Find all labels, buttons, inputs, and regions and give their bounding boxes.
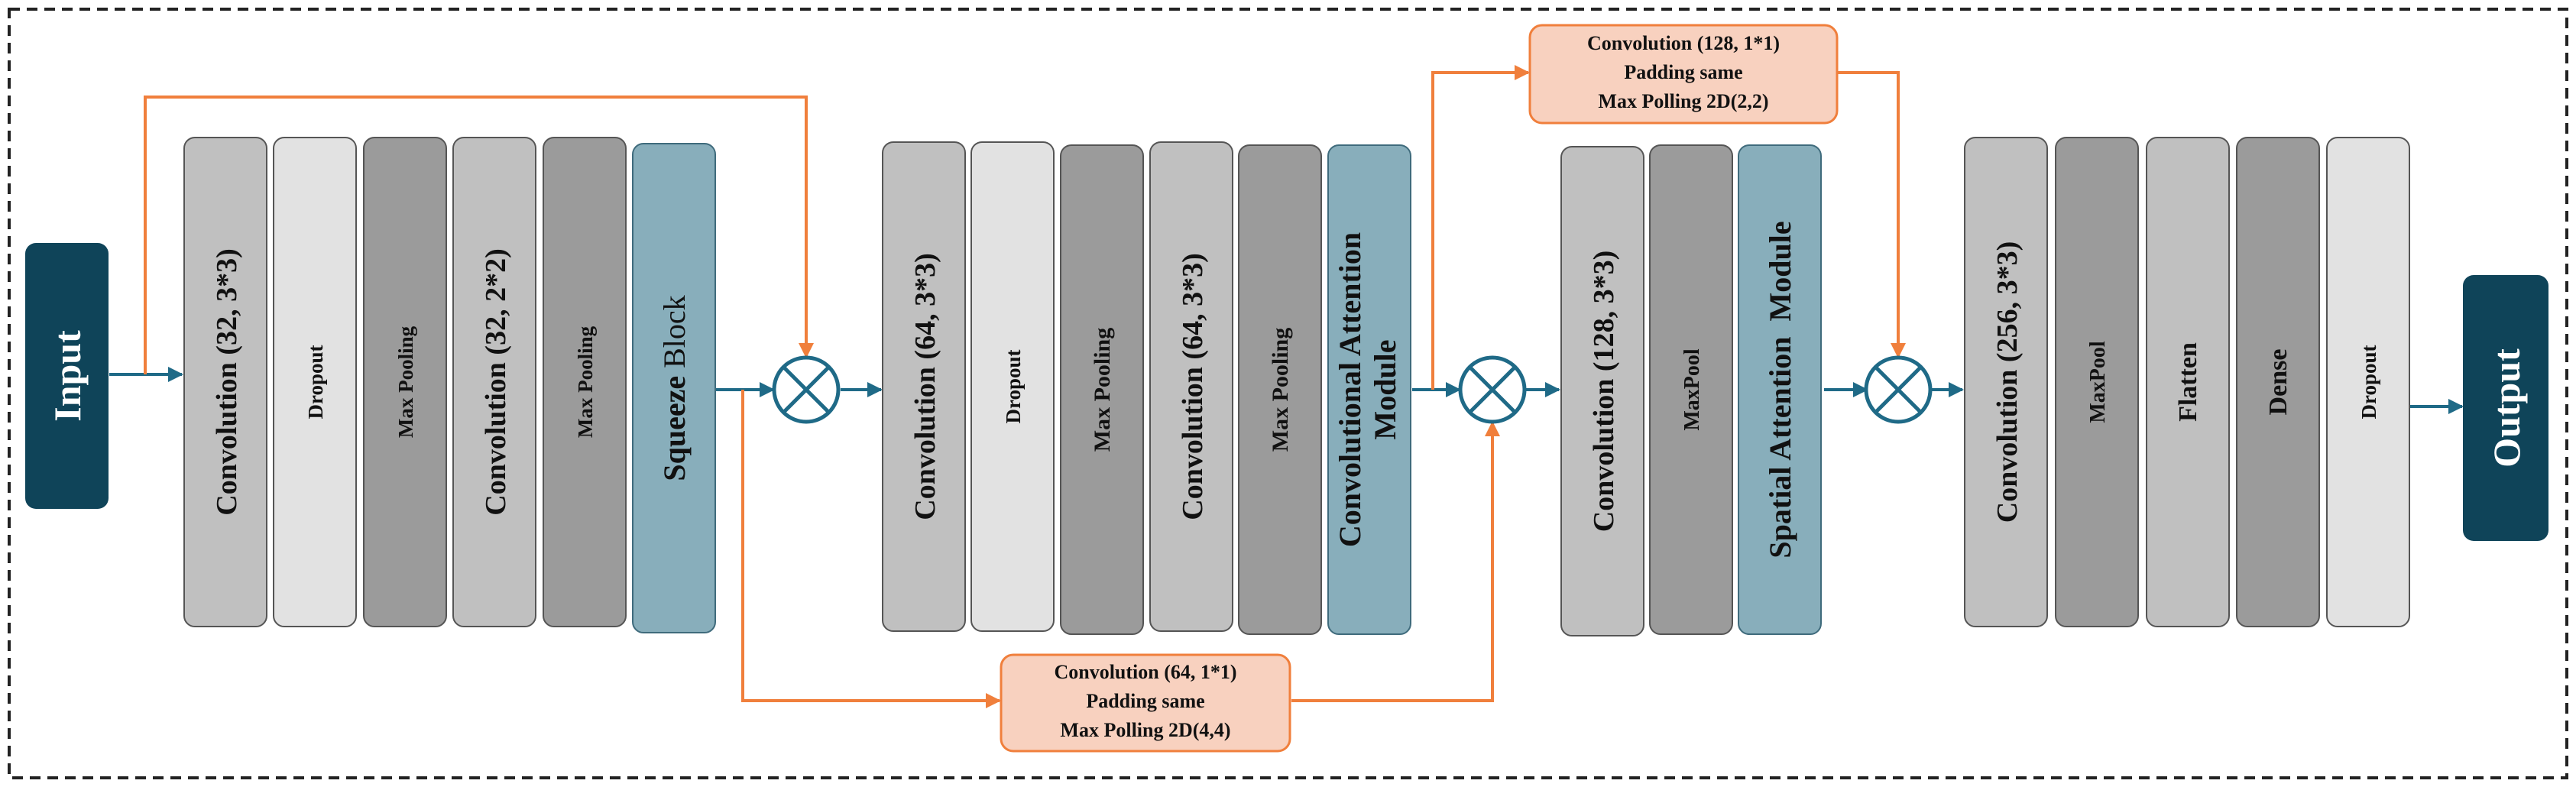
skip-connection-lines bbox=[144, 65, 1906, 708]
block-label: Convolution (64, 3*3) bbox=[909, 253, 941, 520]
block-dropout: Dropout bbox=[2326, 137, 2410, 627]
block-convolutional-attention-module: Convolutional AttentionModule bbox=[1327, 144, 1411, 635]
skip-box-top: Convolution (128, 1*1) Padding same Max … bbox=[1528, 24, 1839, 125]
block-label: Convolution (64, 3*3) bbox=[1177, 253, 1209, 520]
dashed-frame bbox=[8, 8, 2568, 779]
block-maxpool: MaxPool bbox=[1649, 144, 1733, 635]
block-maxpool: MaxPool bbox=[2055, 137, 2139, 627]
skip-bottom-line3: Max Polling 2D(4,4) bbox=[1060, 719, 1230, 741]
block-flatten: Flatten bbox=[2146, 137, 2230, 627]
block-label: Dense bbox=[2264, 349, 2292, 416]
block-label: MaxPool bbox=[2086, 341, 2110, 423]
block-label: Convolution (128, 3*3) bbox=[1588, 251, 1620, 532]
block-spatial-attention-module: Spatial Attention Module bbox=[1738, 144, 1822, 635]
block-conv-64-3x3: Convolution (64, 3*3) bbox=[882, 141, 966, 632]
skip-bottom-line2: Padding same bbox=[1086, 690, 1204, 712]
block-squeeze: Squeeze Block bbox=[632, 143, 716, 633]
block-dropout: Dropout bbox=[273, 137, 357, 627]
block-label: Max Pooling bbox=[574, 325, 597, 438]
cam-line2: Module bbox=[1368, 339, 1402, 439]
block-label: Squeeze Block bbox=[657, 295, 692, 481]
input-label: Input bbox=[46, 330, 89, 422]
cam-line1: Convolutional Attention bbox=[1333, 232, 1367, 547]
input-node: Input bbox=[25, 243, 109, 509]
block-conv-64-3x3: Convolution (64, 3*3) bbox=[1149, 141, 1233, 632]
block-label: Max Pooling bbox=[394, 325, 417, 438]
block-label: Convolution (256, 3*3) bbox=[1991, 241, 2024, 523]
skip-box-bottom: Convolution (64, 1*1) Padding same Max P… bbox=[1000, 653, 1291, 753]
block-max-pooling: Max Pooling bbox=[1060, 144, 1144, 635]
block-label: Max Pooling bbox=[1268, 328, 1293, 452]
output-node: Output bbox=[2463, 275, 2548, 541]
multiply-node-2 bbox=[1458, 355, 1527, 424]
output-label: Output bbox=[2485, 348, 2528, 468]
block-label: Spatial Attention Module bbox=[1763, 221, 1797, 558]
block-label: Flatten bbox=[2174, 342, 2202, 422]
block-label: Dropout bbox=[2357, 345, 2380, 419]
stage4-blocks: Convolution (256, 3*3) MaxPool Flatten D… bbox=[1964, 137, 2410, 627]
block-label: Dropout bbox=[1002, 349, 1025, 423]
skip-bottom-line1: Convolution (64, 1*1) bbox=[1054, 661, 1236, 683]
stage3-blocks: Convolution (128, 3*3) MaxPool Spatial A… bbox=[1560, 144, 1822, 636]
multiply-node-1 bbox=[772, 355, 841, 424]
skip-top-line3: Max Polling 2D(2,2) bbox=[1598, 90, 1768, 112]
squeeze-bold: Squeeze bbox=[657, 376, 692, 481]
block-label: Dropout bbox=[304, 345, 327, 419]
block-max-pooling: Max Pooling bbox=[543, 137, 627, 627]
stage2-blocks: Convolution (64, 3*3) Dropout Max Poolin… bbox=[882, 141, 1411, 635]
stage1-blocks: Convolution (32, 3*3) Dropout Max Poolin… bbox=[183, 137, 716, 633]
block-label: Convolution (32, 3*3) bbox=[211, 248, 243, 515]
block-max-pooling: Max Pooling bbox=[363, 137, 447, 627]
block-conv-32-2x2: Convolution (32, 2*2) bbox=[452, 137, 536, 627]
block-conv-256-3x3: Convolution (256, 3*3) bbox=[1964, 137, 2048, 627]
multiply-node-3 bbox=[1864, 355, 1933, 424]
block-label: Max Pooling bbox=[1090, 328, 1115, 452]
block-label: Convolutional AttentionModule bbox=[1333, 232, 1402, 547]
block-conv-32-3x3: Convolution (32, 3*3) bbox=[183, 137, 267, 627]
block-dense: Dense bbox=[2236, 137, 2320, 627]
skip-top-line2: Padding same bbox=[1624, 61, 1742, 83]
block-max-pooling: Max Pooling bbox=[1238, 144, 1322, 635]
block-conv-128-3x3: Convolution (128, 3*3) bbox=[1560, 146, 1644, 636]
block-label: MaxPool bbox=[1680, 348, 1704, 431]
block-dropout: Dropout bbox=[970, 141, 1055, 632]
block-label: Convolution (32, 2*2) bbox=[480, 248, 512, 515]
skip-top-line1: Convolution (128, 1*1) bbox=[1587, 32, 1780, 54]
squeeze-normal: Block bbox=[657, 295, 692, 376]
